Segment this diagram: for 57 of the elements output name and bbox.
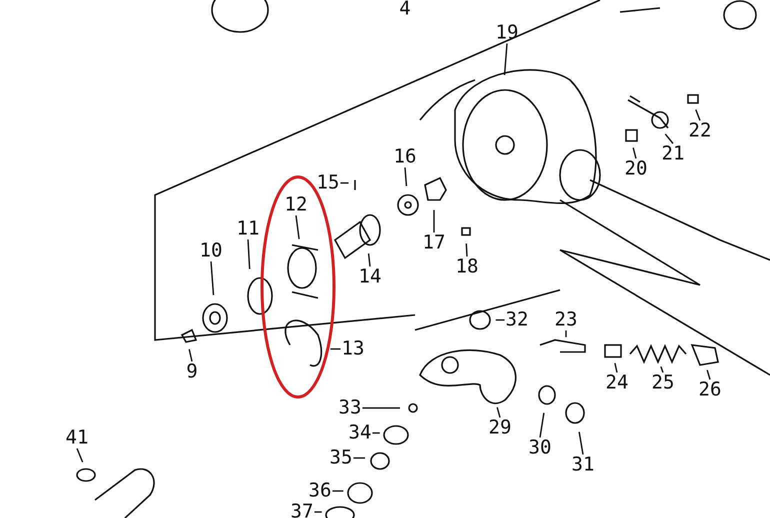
leader-line: [496, 319, 505, 321]
leader-line: [578, 432, 584, 455]
callout-number: 34: [348, 424, 372, 442]
callout-number: 33: [338, 398, 362, 418]
callout-number: 37: [290, 502, 314, 518]
callout-number: 17: [422, 234, 446, 252]
leader-line: [362, 407, 400, 409]
callout-number: 9: [186, 362, 198, 382]
leader-line: [210, 261, 214, 296]
callout-number: 20: [624, 160, 648, 178]
leader-line: [76, 448, 84, 462]
callout-number: 18: [456, 258, 478, 276]
leader-line: [372, 432, 380, 434]
leader-line: [632, 147, 637, 159]
callout-number: 30: [528, 438, 552, 458]
callout-number: 31: [572, 456, 594, 474]
callout-number: 26: [698, 380, 722, 400]
callout-number: 16: [394, 148, 416, 166]
leader-line: [539, 412, 545, 438]
callout-number: 24: [606, 374, 628, 392]
callout-number: 32: [506, 310, 528, 330]
leader-line: [695, 109, 701, 121]
leader-line: [466, 244, 468, 257]
callout-number: 29: [488, 418, 512, 438]
callout-number: 13: [342, 340, 364, 358]
leader-line: [295, 215, 300, 240]
callout-number: 12: [284, 196, 308, 214]
leader-line: [314, 511, 322, 513]
leader-line: [330, 348, 341, 350]
callout-number: 14: [358, 268, 382, 286]
leader-line: [565, 330, 567, 338]
callout-number: 22: [688, 122, 712, 140]
callout-number: 4: [399, 0, 411, 18]
leader-line: [353, 457, 366, 459]
callout-number: 10: [200, 242, 222, 260]
callout-number: 25: [652, 374, 674, 392]
leader-line: [188, 349, 193, 362]
callout-number: 41: [66, 428, 88, 448]
leader-line: [433, 210, 435, 232]
callout-number: 11: [236, 220, 260, 238]
callout-number: 19: [496, 24, 518, 42]
callout-number: 23: [554, 310, 578, 330]
callout-number: 21: [662, 144, 684, 164]
leader-line: [340, 182, 349, 184]
leader-line: [660, 366, 664, 373]
leader-line: [368, 253, 371, 267]
leader-line: [664, 134, 674, 144]
leader-line: [247, 239, 250, 270]
leader-line: [332, 490, 344, 492]
callout-number: 15: [316, 174, 340, 192]
callout-number: 36: [308, 482, 332, 500]
leader-line: [504, 43, 508, 76]
leader-line: [404, 167, 408, 186]
leader-line: [496, 407, 501, 418]
leader-line: [614, 362, 618, 373]
callout-number: 35: [330, 448, 352, 468]
leader-line: [706, 370, 711, 380]
